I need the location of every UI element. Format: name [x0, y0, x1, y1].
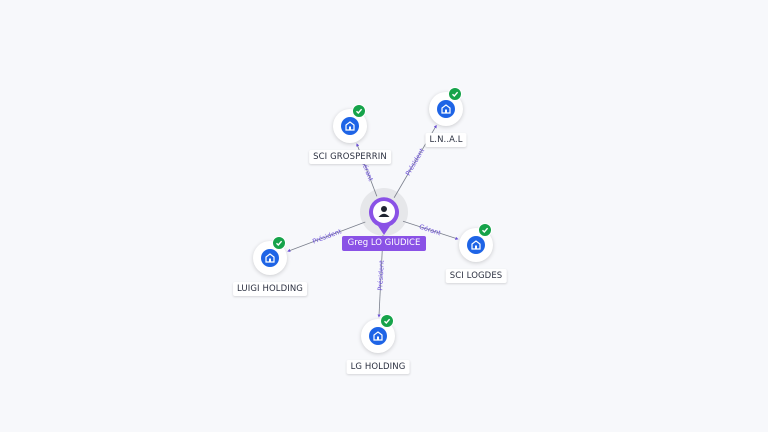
building-icon: [467, 236, 485, 254]
company-circle[interactable]: [429, 87, 463, 126]
person-label[interactable]: Greg LO GIUDICE: [342, 236, 426, 251]
check-icon: [448, 87, 462, 101]
company-label[interactable]: LUIGI HOLDING: [233, 282, 307, 296]
check-icon: [272, 236, 286, 250]
check-icon: [478, 223, 492, 237]
person-icon: [378, 206, 390, 217]
building-icon: [369, 327, 387, 345]
edge-luigi-holding: [287, 221, 366, 252]
edge-label-lnal: Président: [404, 147, 426, 178]
person-node[interactable]: [368, 196, 400, 236]
company-label[interactable]: SCI GROSPERRIN: [309, 150, 391, 164]
check-icon: [380, 314, 394, 328]
building-icon: [437, 100, 455, 118]
edge-label-luigi-holding: Président: [311, 227, 343, 245]
company-circle[interactable]: [459, 223, 493, 262]
company-circle[interactable]: [333, 104, 367, 143]
building-icon: [261, 249, 279, 267]
edge-sci-logdes: [402, 220, 459, 240]
edge-label-lg-holding: Président: [376, 260, 386, 291]
company-label[interactable]: SCI LOGDES: [445, 269, 507, 283]
company-label[interactable]: L.N..A.L: [425, 133, 467, 147]
company-circle[interactable]: [361, 314, 395, 353]
company-label[interactable]: LG HOLDING: [346, 360, 410, 374]
building-icon: [341, 117, 359, 135]
person-pin-icon: [369, 197, 399, 235]
company-circle[interactable]: [253, 236, 287, 275]
check-icon: [352, 104, 366, 118]
